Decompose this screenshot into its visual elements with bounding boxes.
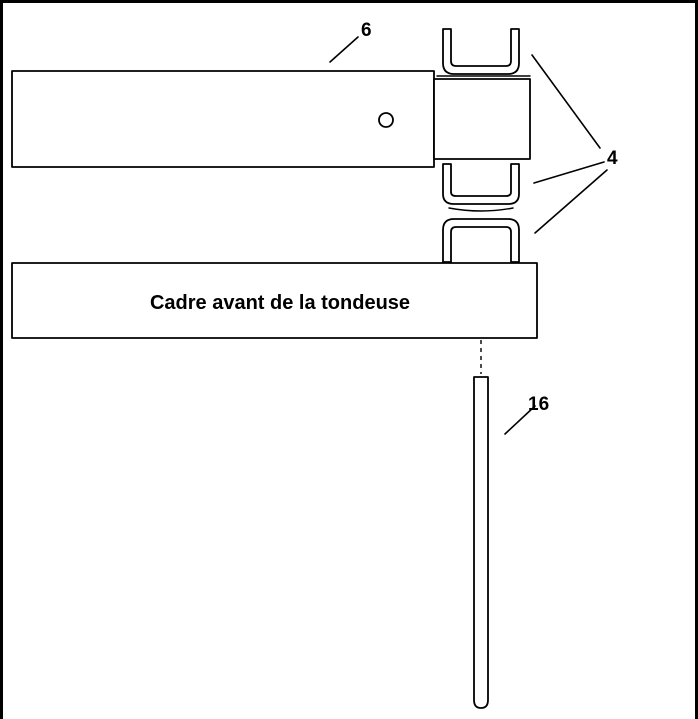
mower-front-frame (11, 262, 538, 339)
frame-caption: Cadre avant de la tondeuse (150, 292, 410, 314)
tube-part-6 (11, 70, 435, 168)
callout-6: 6 (361, 20, 372, 41)
rod-part-16 (473, 376, 489, 709)
leader-line-4a (531, 54, 601, 149)
u-clip-top (436, 28, 531, 77)
callout-16: 16 (528, 394, 549, 415)
u-clip-bottom (442, 207, 520, 263)
tube-sleeve (433, 78, 531, 160)
leader-line-4c (534, 169, 608, 234)
leader-line-6 (329, 36, 359, 63)
leader-line-4b (533, 161, 605, 184)
leader-line-16 (504, 405, 536, 435)
u-clip-middle (442, 163, 520, 205)
callout-4: 4 (607, 148, 618, 169)
